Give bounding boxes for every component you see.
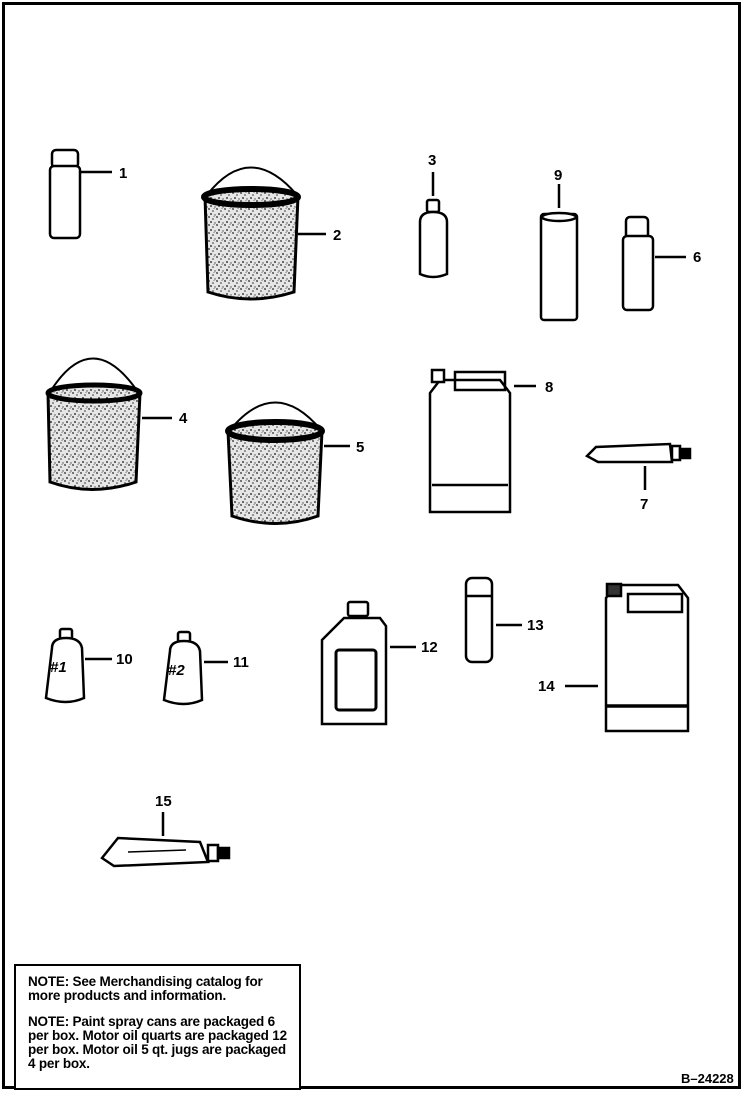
figure-number: B–24228	[681, 1071, 734, 1086]
jug-8	[428, 368, 536, 514]
callout-1: 1	[119, 165, 127, 182]
oil-quart-12	[320, 600, 416, 726]
callout-9: 9	[554, 167, 562, 184]
note-box: NOTE: See Merchandising catalog for more…	[14, 964, 301, 1090]
callout-13: 13	[527, 617, 544, 634]
spray-can-13	[464, 576, 522, 664]
callout-4: 4	[179, 410, 188, 427]
callout-10: 10	[116, 651, 133, 668]
spray-can-1	[48, 148, 112, 240]
callout-2: 2	[333, 227, 341, 244]
note-packaging: NOTE: Paint spray cans are packaged 6 pe…	[28, 1014, 287, 1071]
cartridge-tube-9	[539, 184, 579, 322]
callout-15: 15	[155, 793, 172, 810]
callout-8: 8	[545, 379, 553, 396]
tube-7	[584, 442, 692, 490]
callout-5: 5	[356, 439, 364, 456]
bottle-mark-2: #2	[168, 662, 185, 679]
spray-can-6	[621, 215, 686, 312]
note-merchandising: NOTE: See Merchandising catalog for more…	[28, 974, 263, 1003]
bottle-11	[162, 630, 228, 706]
paint-pail-2	[201, 166, 326, 301]
page-frame	[2, 2, 741, 1089]
small-bottle-3	[418, 172, 449, 279]
callout-11: 11	[233, 654, 249, 671]
callout-6: 6	[693, 249, 701, 266]
tube-15	[100, 812, 231, 868]
paint-pail-5	[225, 401, 350, 525]
callout-12: 12	[421, 639, 438, 656]
callout-3: 3	[428, 152, 436, 169]
callout-14: 14	[538, 678, 555, 695]
bottle-mark-1: #1	[50, 659, 67, 676]
callout-7: 7	[640, 496, 648, 513]
paint-pail-4	[45, 357, 172, 491]
jug-14	[565, 582, 690, 733]
bottle-10	[44, 627, 112, 704]
